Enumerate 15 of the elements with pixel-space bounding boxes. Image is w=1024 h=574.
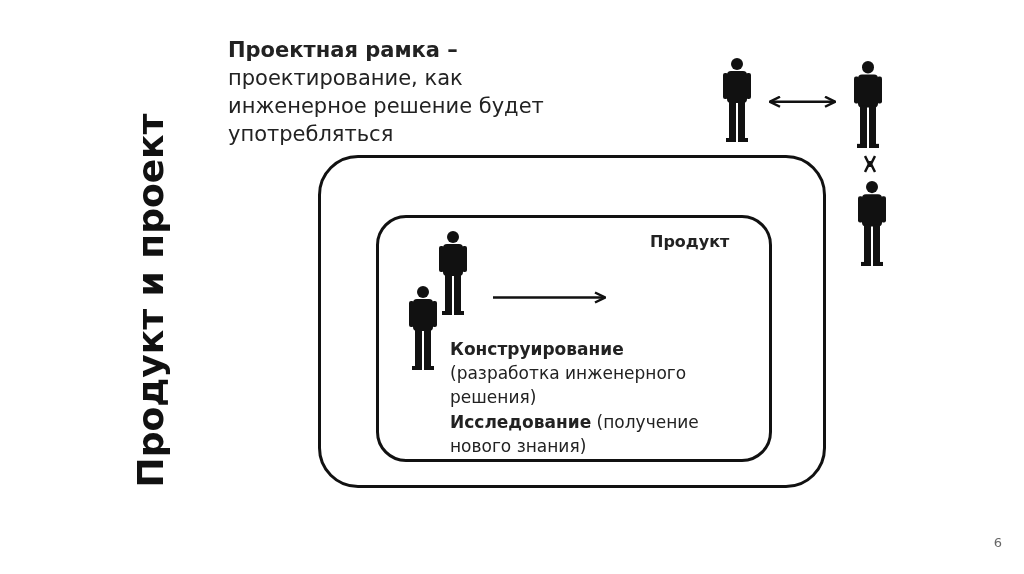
slide-title: Продукт и проект — [129, 112, 171, 490]
person-figure — [722, 57, 752, 142]
person-figure — [853, 60, 883, 148]
body-text: Конструирование (разработка инженерного решения) — [450, 338, 688, 409]
person-figure — [408, 285, 438, 370]
arrow — [493, 291, 607, 304]
double-arrow — [768, 95, 837, 108]
body-text: Исследование (получение нового знания) — [450, 411, 700, 458]
inner-frame — [376, 215, 772, 462]
page-number: 6 — [993, 535, 1002, 550]
person-figure — [857, 180, 887, 266]
double-arrow — [863, 154, 877, 174]
person-figure — [438, 230, 468, 315]
frame-heading: Проектная рамка – проектирование, как инженерное решение будет употребляться — [228, 37, 545, 148]
frame-title: Продукт — [650, 232, 731, 251]
